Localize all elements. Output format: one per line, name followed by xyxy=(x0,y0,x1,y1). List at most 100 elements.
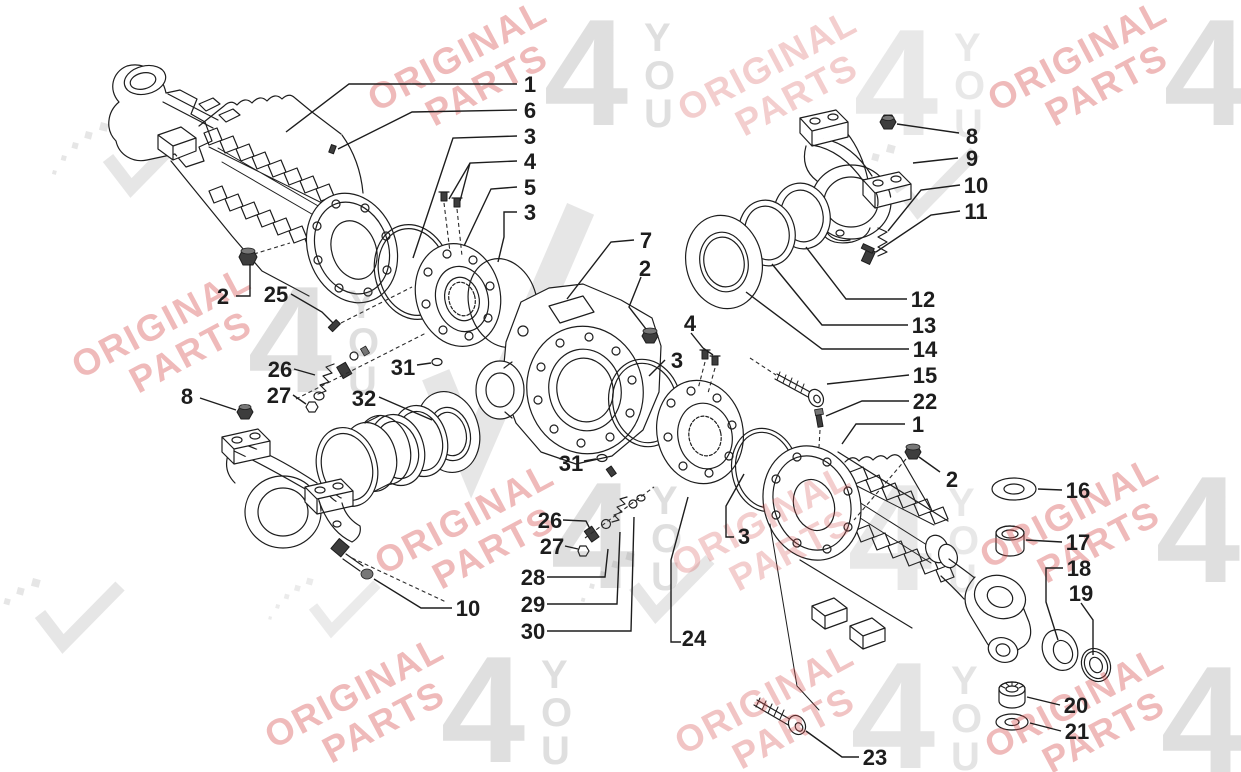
watermark-4-glyph: 4 xyxy=(544,0,629,158)
washer-16 xyxy=(991,477,1037,501)
leader-line xyxy=(459,162,471,202)
leader-line xyxy=(412,135,518,259)
svg-text:Y: Y xyxy=(651,479,678,523)
watermark-4-glyph: 4 xyxy=(851,631,936,772)
leader-line xyxy=(896,123,960,134)
svg-text:U: U xyxy=(948,557,977,601)
watermark-4-glyph: 4 xyxy=(248,255,333,425)
leader-line xyxy=(583,458,597,462)
assembly-axis-lines xyxy=(253,202,907,603)
hub-carrier-24 xyxy=(655,379,745,485)
washer-21 xyxy=(995,713,1029,731)
bushing-17 xyxy=(995,525,1025,557)
watermark-4-glyph: 4 xyxy=(441,625,526,772)
left-axle-housing xyxy=(108,64,364,297)
watermark-4-glyph: 4 xyxy=(1164,0,1241,158)
left-detent-valve xyxy=(305,345,370,413)
leader-line xyxy=(1026,696,1061,706)
screw-6 xyxy=(328,144,337,155)
hub-carrier-5 xyxy=(414,243,502,347)
leader-line xyxy=(293,368,316,376)
clip-31-center xyxy=(596,453,608,463)
svg-text:U: U xyxy=(644,92,673,136)
studs-4-left xyxy=(438,191,463,208)
watermark-4-glyph: 4 xyxy=(1161,635,1241,772)
watermark-4-glyph: 4 xyxy=(854,0,939,168)
leader-line xyxy=(199,397,237,411)
seal-19 xyxy=(1080,647,1112,683)
callout-12: 12 xyxy=(911,287,935,312)
leader-line xyxy=(1025,539,1063,543)
leader-line xyxy=(373,578,452,609)
callout-9: 9 xyxy=(966,146,978,171)
callout-8: 8 xyxy=(181,384,193,409)
leader-line xyxy=(547,548,609,578)
callout-2: 2 xyxy=(946,467,958,492)
plug-2-left xyxy=(238,247,258,266)
svg-text:U: U xyxy=(951,735,980,772)
callout-10: 10 xyxy=(964,173,988,198)
bearing-20 xyxy=(998,681,1026,709)
callout-2: 2 xyxy=(639,256,651,281)
leader-line xyxy=(628,276,647,330)
callout-27: 27 xyxy=(267,383,291,408)
leader-line xyxy=(745,291,909,350)
center-housing xyxy=(475,283,662,465)
line-art xyxy=(108,64,1112,736)
callout-27: 27 xyxy=(540,534,564,559)
callout-32: 32 xyxy=(352,386,376,411)
leader-line xyxy=(771,263,908,326)
rings-12-13-14 xyxy=(684,182,831,310)
callout-25: 25 xyxy=(264,282,288,307)
leader-line xyxy=(805,246,907,300)
callout-14: 14 xyxy=(913,337,938,362)
leader-line xyxy=(290,293,334,324)
svg-text:U: U xyxy=(541,729,570,772)
leader-line xyxy=(841,423,905,445)
callout-4: 4 xyxy=(684,311,697,336)
callout-2: 2 xyxy=(217,284,229,309)
spring-26-left xyxy=(317,363,335,395)
svg-text:O: O xyxy=(348,321,379,365)
alignment-line-23 xyxy=(769,523,820,711)
svg-text:U: U xyxy=(651,555,680,599)
callout-1: 1 xyxy=(524,72,536,97)
leader-line xyxy=(1037,488,1063,491)
watermark-4-glyph: 4 xyxy=(848,453,933,623)
callout-3: 3 xyxy=(524,200,536,225)
leader-line xyxy=(378,396,433,421)
leader-line xyxy=(912,157,959,164)
leader-line xyxy=(702,347,714,356)
callout-15: 15 xyxy=(913,363,937,388)
leader-line xyxy=(562,519,591,530)
leader-line xyxy=(805,730,859,758)
watermark-4-glyph: 4 xyxy=(551,451,636,621)
bolt-10-bottom xyxy=(330,538,374,580)
callout-28: 28 xyxy=(521,565,545,590)
leader-line xyxy=(690,332,704,349)
leader-line xyxy=(887,184,961,232)
watermark-check-icon xyxy=(268,577,381,639)
bolt-15 xyxy=(774,371,825,408)
callout-30: 30 xyxy=(521,619,545,644)
svg-text:Y: Y xyxy=(348,283,375,327)
svg-text:Y: Y xyxy=(644,16,671,60)
screw-22 xyxy=(814,407,824,428)
leader-line xyxy=(337,109,518,150)
leader-line xyxy=(497,211,517,263)
callout-13: 13 xyxy=(912,313,936,338)
callout-3: 3 xyxy=(524,124,536,149)
callout-26: 26 xyxy=(268,357,292,382)
callout-10: 10 xyxy=(456,596,480,621)
leader-line xyxy=(1045,567,1063,641)
leader-line xyxy=(416,362,432,366)
svg-text:Y: Y xyxy=(954,26,981,70)
svg-text:Y: Y xyxy=(948,481,975,525)
bolt-11-top xyxy=(860,243,876,265)
